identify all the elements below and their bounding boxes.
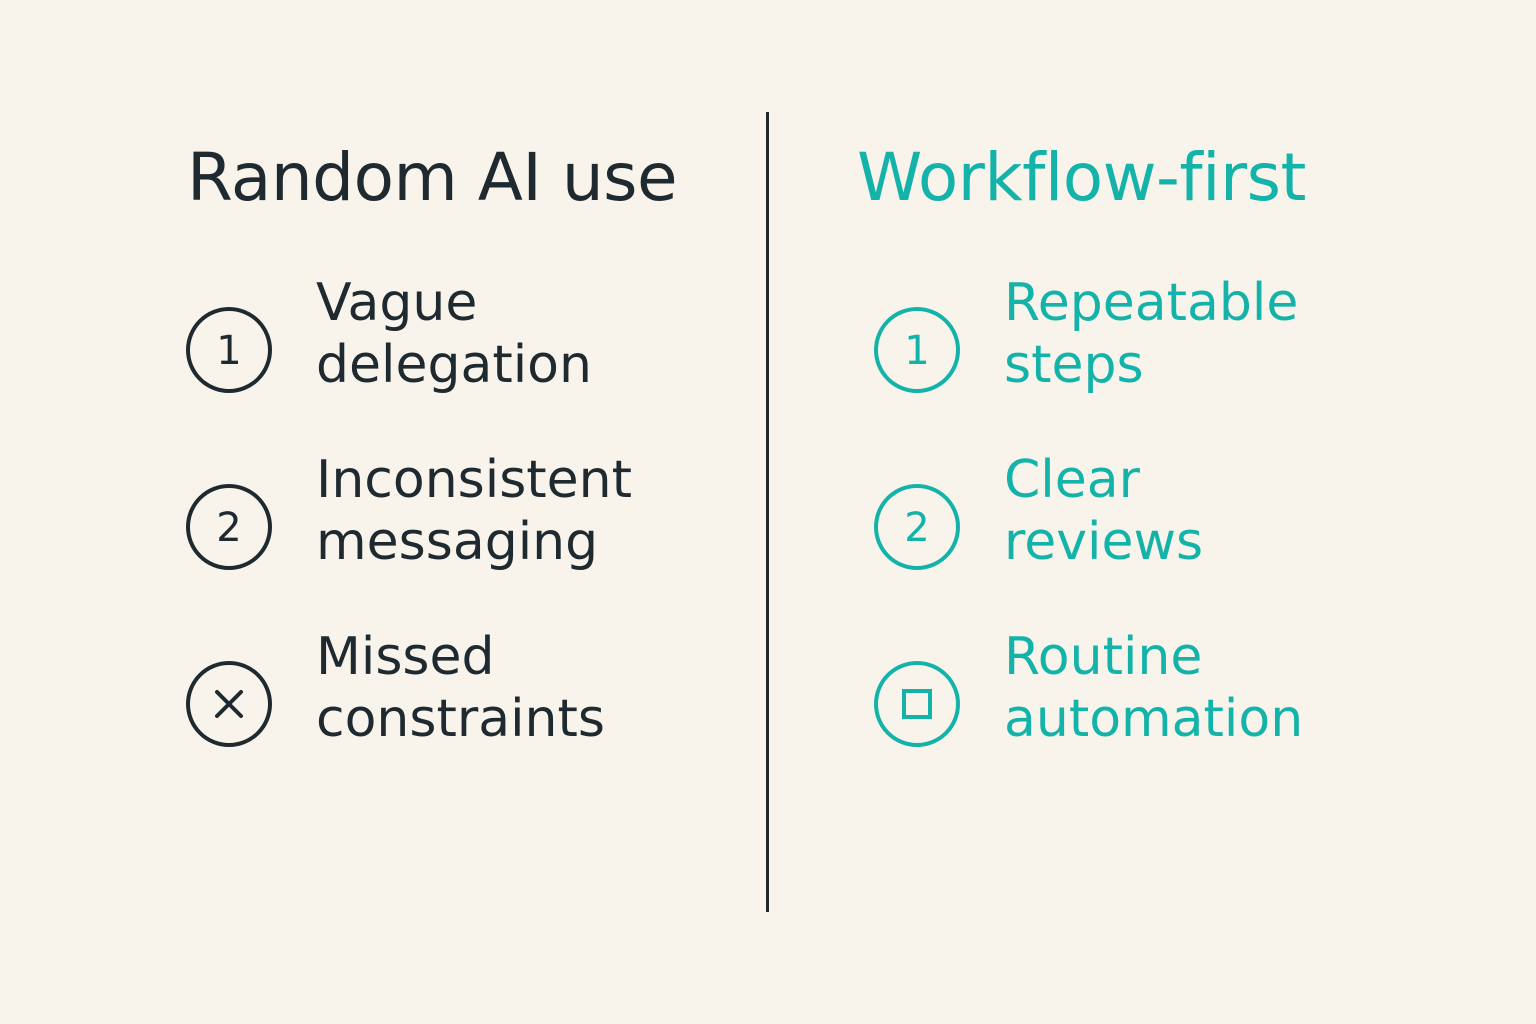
number-2-circle-icon: 2 (185, 483, 273, 571)
left-item-2-label: Inconsistent messaging (316, 449, 736, 573)
right-item-3: Routine automation (873, 627, 1433, 790)
right-item-2-line2: reviews (1004, 512, 1204, 572)
left-item-1-line2: delegation (316, 335, 592, 395)
number-2-circle-icon: 2 (873, 483, 961, 571)
right-item-1: 1 Repeatable steps (873, 273, 1433, 436)
left-item-3: Missed constraints (185, 627, 745, 790)
right-column: Workflow-first 1 Repeatable steps 2 (769, 0, 1536, 1024)
right-item-2: 2 Clear reviews (873, 450, 1433, 613)
left-item-3-label: Missed constraints (316, 626, 736, 750)
right-item-2-label: Clear reviews (1004, 449, 1424, 573)
left-item-2-line1: Inconsistent (316, 450, 633, 510)
left-item-2-marker: 2 (216, 505, 241, 551)
left-heading: Random AI use (187, 139, 678, 216)
right-item-1-line1: Repeatable (1004, 273, 1299, 333)
left-item-1-label: Vague delegation (316, 272, 736, 396)
x-circle-icon (185, 660, 273, 748)
left-item-1-line1: Vague (316, 273, 478, 333)
left-item-1-marker: 1 (216, 328, 241, 374)
right-item-2-marker: 2 (904, 505, 929, 551)
left-item-2-line2: messaging (316, 512, 599, 572)
right-item-3-label: Routine automation (1004, 626, 1424, 750)
right-item-1-line2: steps (1004, 335, 1144, 395)
left-item-2: 2 Inconsistent messaging (185, 450, 745, 613)
left-item-1: 1 Vague delegation (185, 273, 745, 436)
right-item-1-label: Repeatable steps (1004, 272, 1424, 396)
left-item-3-line2: constraints (316, 689, 605, 749)
right-item-1-marker: 1 (904, 328, 929, 374)
left-item-3-line1: Missed (316, 627, 495, 687)
right-item-3-line2: automation (1004, 689, 1304, 749)
vertical-divider (766, 112, 769, 912)
right-heading: Workflow-first (857, 139, 1306, 216)
right-item-3-line1: Routine (1004, 627, 1203, 687)
square-circle-icon (873, 660, 961, 748)
number-1-circle-icon: 1 (185, 306, 273, 394)
number-1-circle-icon: 1 (873, 306, 961, 394)
right-item-2-line1: Clear (1004, 450, 1140, 510)
left-column: Random AI use 1 Vague delegation 2 (0, 0, 766, 1024)
